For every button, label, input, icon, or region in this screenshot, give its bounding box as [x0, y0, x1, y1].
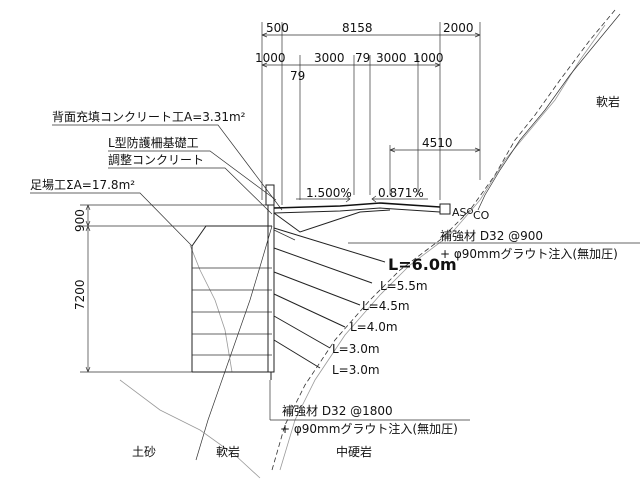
dim-3000-left: 3000	[314, 51, 345, 65]
label-scaffold: 足場工ΣA=17.8m²	[30, 178, 135, 192]
dim-1000-right: 1000	[413, 51, 444, 65]
slope-arrow-right	[371, 195, 428, 203]
dim-4510: 4510	[422, 136, 453, 150]
anchor-length-1: L=6.0m	[388, 255, 457, 274]
slope-left: 1.500%	[306, 186, 352, 200]
soil-top-right: 軟岩	[596, 94, 620, 109]
slope-arrow-left	[296, 195, 351, 203]
label-co: CO	[473, 209, 490, 222]
leader-lines	[30, 124, 283, 247]
label-l-type-guard: L型防護柵基礎工	[108, 135, 199, 150]
reinforcement-lower-2: + φ90mmグラウト注入(無加圧)	[280, 421, 458, 436]
anchor-length-5: L=3.0m	[332, 342, 380, 356]
anchor-lines	[273, 227, 386, 369]
dim-8158: 8158	[342, 21, 373, 35]
reinforcement-upper-2: + φ90mmグラウト注入(無加圧)	[440, 246, 618, 261]
anchor-length-6: L=3.0m	[332, 363, 380, 377]
reinforcement-lower-1: 補強材 D32 @1800	[282, 404, 393, 418]
soil-medium-rock: 中硬岩	[336, 444, 372, 459]
dim-2000: 2000	[443, 21, 474, 35]
top-dimension-lines	[261, 22, 481, 205]
label-back-fill: 背面充填コンクリート工A=3.31m²	[52, 109, 246, 124]
wall-and-road	[265, 184, 473, 380]
dim-900: 900	[73, 209, 87, 232]
dim-500: 500	[266, 21, 289, 35]
dim-79-small: 79	[290, 69, 305, 83]
dim-3000-right: 3000	[376, 51, 407, 65]
soil-sand: 土砂	[132, 445, 156, 459]
soil-soft-rock: 軟岩	[216, 444, 240, 459]
ground-lines	[119, 9, 621, 479]
label-adjust-concrete: 調整コンクリート	[108, 152, 204, 167]
anchor-length-2: L=5.5m	[380, 279, 428, 293]
reinforcement-upper-1: 補強材 D32 @900	[440, 229, 543, 243]
anchor-length-4: L=4.0m	[350, 320, 398, 334]
dim-79: 79	[355, 51, 370, 65]
anchor-length-3: L=4.5m	[362, 299, 410, 313]
dim-1000-left: 1000	[255, 51, 286, 65]
label-as: AS	[452, 206, 467, 219]
scaffold-structure	[191, 225, 272, 373]
dim-7200: 7200	[73, 279, 87, 310]
slope-right: 0.871%	[378, 186, 424, 200]
